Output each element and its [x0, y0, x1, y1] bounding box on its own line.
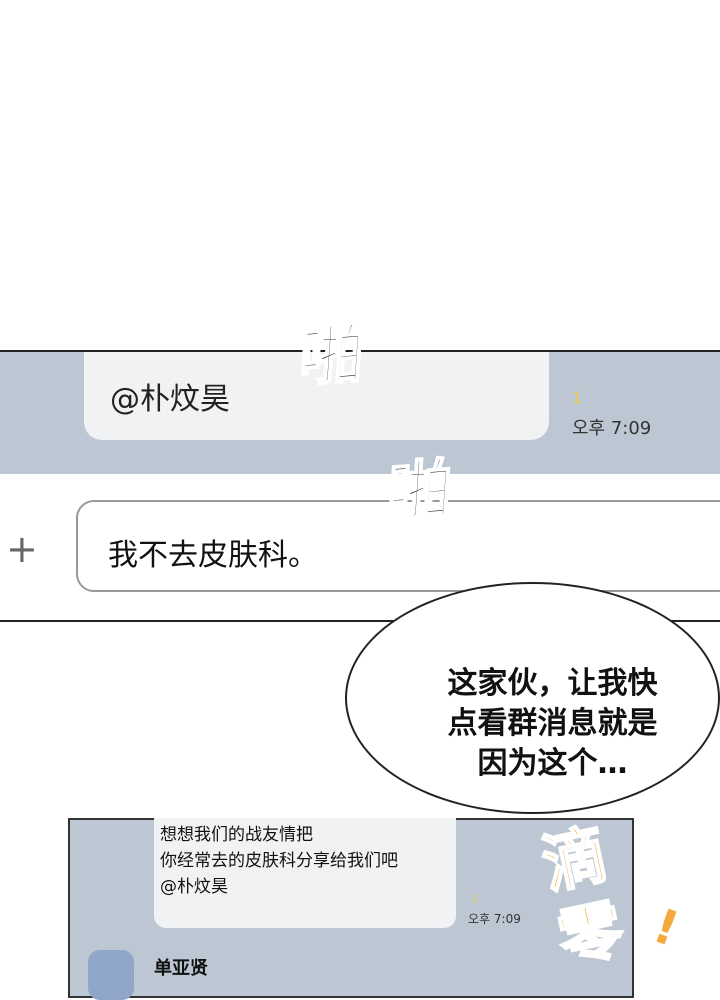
sender-name: 单亚贤 [154, 958, 208, 979]
sfx-slap: 啪 [296, 317, 364, 397]
speech-line: 点看群消息就是 [447, 706, 658, 741]
message-bubble: @朴炆昊 [84, 352, 549, 440]
message-line: @朴炆昊 [160, 877, 228, 897]
message-bubble: 想想我们的战友情把 你经常去的皮肤科分享给我们吧 @朴炆昊 [154, 818, 456, 928]
message-input[interactable]: 我不去皮肤科。 [76, 500, 720, 592]
plus-icon[interactable]: + [6, 527, 38, 571]
sfx-exclaim: ! [646, 897, 686, 959]
sfx-slap: 啪 [384, 452, 452, 532]
chat-panel-top: @朴炆昊 1 오후 7:09 + 我不去皮肤科。 [0, 350, 720, 622]
unread-count: 1 [472, 894, 479, 905]
avatar[interactable] [88, 950, 134, 1000]
speech-bubble: 这家伙，让我快 点看群消息就是 因为这个… [345, 582, 720, 814]
speech-line: 这家伙，让我快 [447, 666, 658, 701]
message-line: 想想我们的战友情把 [160, 825, 313, 845]
message-line: 你经常去的皮肤科分享给我们吧 [160, 851, 398, 871]
unread-count: 1 [572, 388, 583, 407]
speech-line: 因为这个… [477, 746, 628, 781]
message-time: 오후 7:09 [572, 418, 652, 439]
chat-panel-bottom: 想想我们的战友情把 你经常去的皮肤科分享给我们吧 @朴炆昊 1 오후 7:09 … [68, 818, 634, 1000]
message-time: 오후 7:09 [468, 912, 521, 926]
